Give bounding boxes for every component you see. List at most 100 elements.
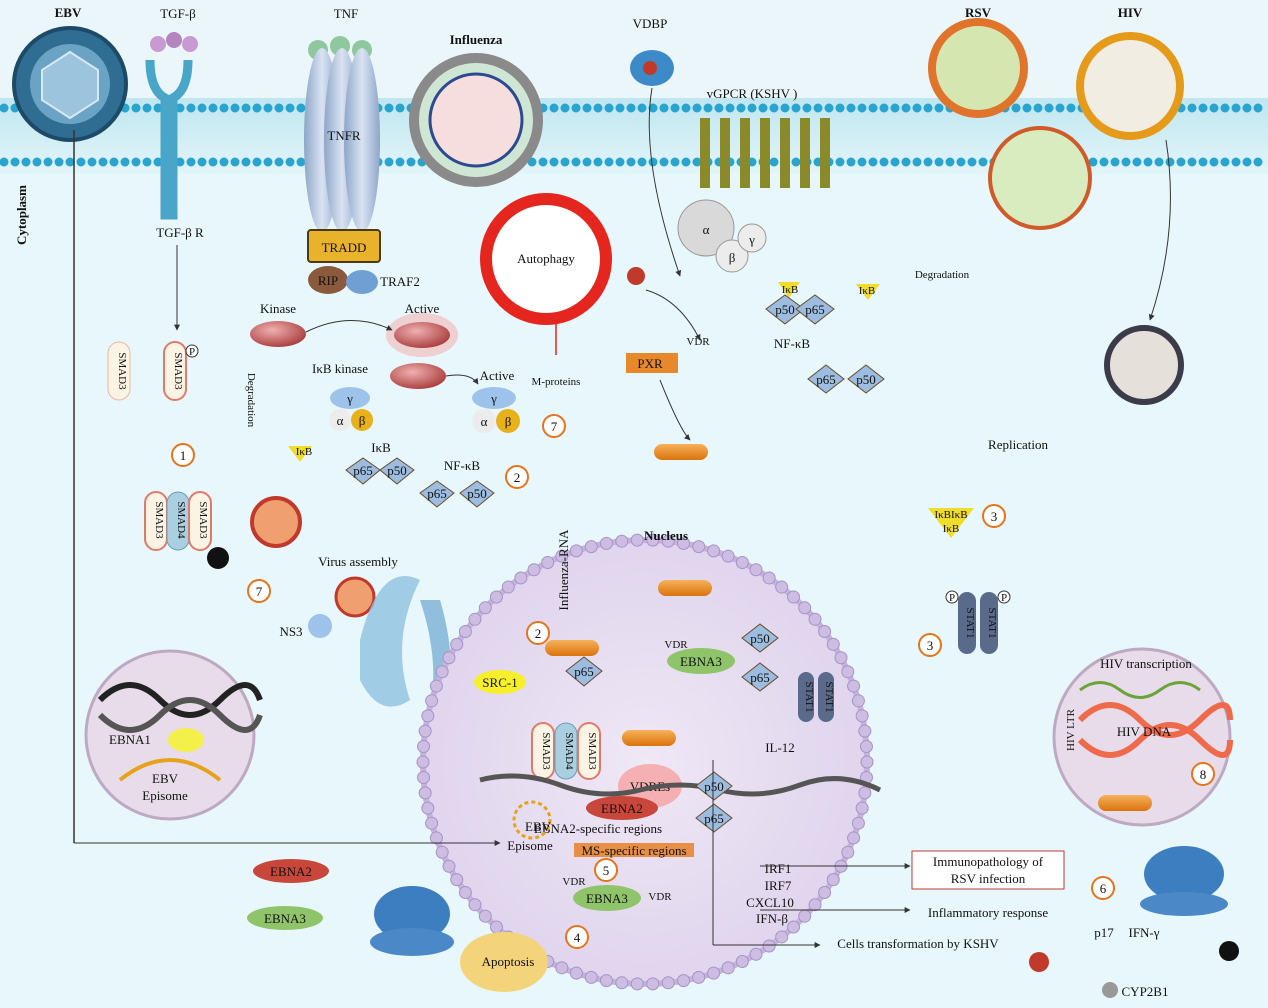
phospholipid-head: [1165, 157, 1175, 167]
stat1-right-b: STAT1: [986, 608, 998, 639]
nuclear-envelope-bead: [860, 755, 874, 769]
nuclear-envelope-bead: [858, 724, 872, 738]
ikb-left-b: IκB: [371, 440, 391, 455]
phospholipid-head: [109, 157, 119, 167]
tnf-label: TNF: [334, 6, 359, 21]
ebv-episome-label-a: EBV: [152, 771, 179, 786]
nuclear-envelope-bead: [599, 974, 613, 988]
phospholipid-head: [626, 103, 636, 113]
smad3-d: SMAD3: [197, 501, 209, 539]
phospholipid-head: [780, 103, 790, 113]
nuclear-envelope-bead: [418, 786, 432, 800]
phospholipid-head: [923, 103, 933, 113]
phospholipid-head: [395, 157, 405, 167]
nuclear-envelope-bead: [721, 549, 735, 563]
p65-left-a: p65: [353, 463, 373, 478]
p50-left-a: p50: [387, 463, 407, 478]
step-5: 5: [603, 863, 610, 878]
phospholipid-head: [252, 157, 262, 167]
nuclear-envelope-bead: [416, 755, 430, 769]
phospholipid-head: [1033, 103, 1043, 113]
phospholipid-head: [21, 157, 31, 167]
nuclear-envelope-bead: [615, 976, 629, 990]
phospholipid-head: [857, 103, 867, 113]
phospholipid-head: [659, 103, 669, 113]
phospholipid-head: [681, 103, 691, 113]
influenza-virus: Influenza: [409, 32, 543, 187]
phospholipid-head: [582, 157, 592, 167]
nuclear-envelope-bead: [677, 536, 691, 550]
alpha-a: α: [337, 413, 344, 428]
ebv-virus: EBV: [12, 5, 128, 142]
nuclear-envelope-bead: [421, 801, 435, 815]
phospholipid-head: [901, 103, 911, 113]
phospholipid-head: [285, 157, 295, 167]
phospholipid-head: [1099, 157, 1109, 167]
nuclear-envelope-bead: [834, 651, 848, 665]
gamma-b: γ: [490, 391, 497, 406]
phospholipid-head: [241, 103, 251, 113]
phospholipid-head: [637, 103, 647, 113]
nuclear-envelope-bead: [584, 540, 598, 554]
hiv-label: HIV: [1118, 5, 1143, 20]
phospholipid-head: [813, 103, 823, 113]
nuclear-envelope-bead: [450, 873, 464, 887]
ikb-right-b: IκB: [859, 285, 876, 297]
step-1: 1: [180, 448, 187, 463]
ikb-right-a: IκB: [782, 284, 799, 296]
smad4-nuc: SMAD4: [563, 732, 575, 770]
phospholipid-head: [274, 103, 284, 113]
transform-label: Cells transformation by KSHV: [837, 936, 999, 951]
phospholipid-head: [197, 157, 207, 167]
phospholipid-head: [736, 103, 746, 113]
phospholipid-head: [54, 157, 64, 167]
nfkb-pathway-right: IκB p50 p65 NF-κB IκB Degradation p65 p5…: [765, 269, 1048, 657]
phospholipid-head: [1242, 103, 1252, 113]
vdbp-label: VDBP: [633, 16, 668, 31]
phospholipid-head: [560, 103, 570, 113]
phospholipid-head: [1088, 157, 1098, 167]
phospholipid-head: [395, 103, 405, 113]
beta-b: β: [505, 414, 512, 429]
step-6: 6: [1100, 881, 1107, 896]
phospholipid-head: [681, 157, 691, 167]
phospholipid-head: [263, 103, 273, 113]
phospholipid-head: [912, 157, 922, 167]
phospholipid-head: [1132, 157, 1142, 167]
phospholipid-head: [131, 103, 141, 113]
phospholipid-head: [1187, 157, 1197, 167]
vdr-pxr: VDR PXR: [626, 267, 710, 460]
p65-right-a: p65: [805, 302, 825, 317]
nuclear-envelope-bead: [527, 563, 541, 577]
nfkb-right-label: NF-κB: [774, 336, 810, 351]
nuclear-envelope-bead: [429, 831, 443, 845]
nuclear-envelope-bead: [468, 612, 482, 626]
tnf-receptor: TNF TNFR TRADD RIP TRAF2: [304, 6, 420, 294]
phospholipid-head: [637, 157, 647, 167]
nuclear-envelope-bead: [798, 909, 812, 923]
phospholipid-head: [230, 103, 240, 113]
smad4-a: SMAD4: [175, 501, 187, 539]
phospholipid-head: [1110, 157, 1120, 167]
nuclear-envelope-bead: [646, 533, 660, 547]
stat1-nuc-a: STAT1: [803, 682, 815, 713]
phospholipid-head: [593, 157, 603, 167]
phospholipid-head: [87, 157, 97, 167]
phospho-p-a: P: [189, 346, 195, 358]
influenza-label: Influenza: [450, 32, 503, 47]
phospholipid-head: [923, 157, 933, 167]
episome-nuc-label: Episome: [507, 838, 553, 853]
nuclear-envelope-bead: [425, 816, 439, 830]
step-8: 8: [1200, 767, 1207, 782]
phospholipid-head: [142, 157, 152, 167]
cyp2b1-label: CYP2B1: [1122, 984, 1169, 999]
nuclear-envelope-bead: [798, 601, 812, 615]
nuclear-envelope-bead: [851, 816, 865, 830]
phospholipid-head: [1022, 103, 1032, 113]
phospholipid-head: [857, 157, 867, 167]
smad3-b: SMAD3: [172, 352, 184, 390]
active-label-a: Active: [405, 301, 440, 316]
nuclear-envelope-bead: [478, 601, 492, 615]
nuclear-envelope-bead: [435, 845, 449, 859]
phospholipid-head: [571, 103, 581, 113]
